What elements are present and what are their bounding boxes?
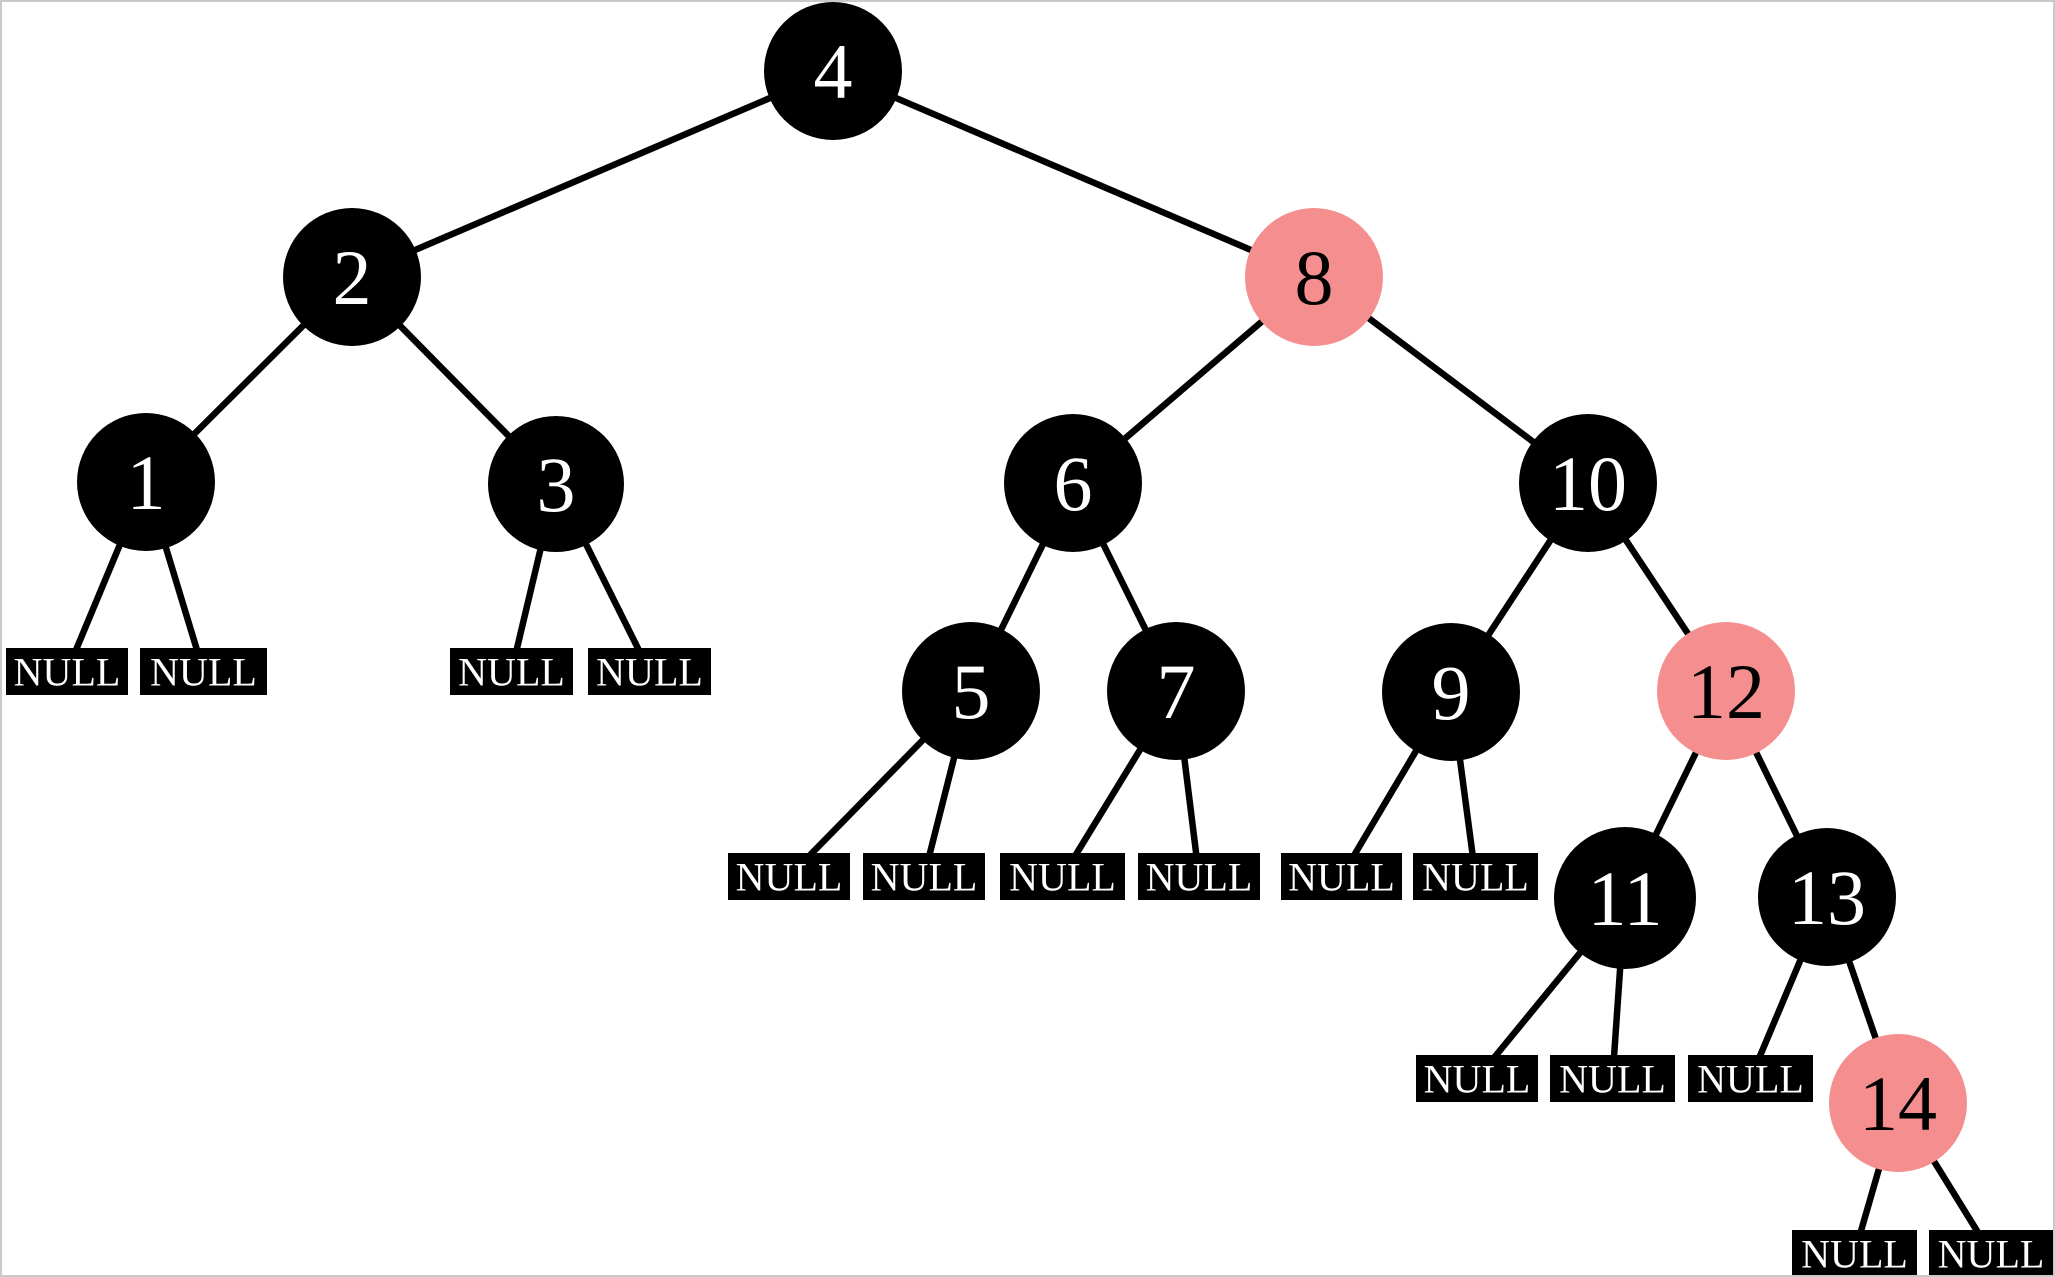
null-leaf-box-n1R: [140, 648, 267, 695]
tree-edge-4-8: [829, 67, 1318, 281]
tree-node-7-circle: [1107, 622, 1245, 760]
tree-node-4-circle: [764, 2, 902, 140]
null-leaf-box-n5L: [728, 853, 850, 900]
tree-node-11-circle: [1554, 827, 1696, 969]
null-leaf-box-n7L: [1000, 853, 1125, 900]
null-leaf-box-n11L: [1416, 1055, 1538, 1102]
tree-node-8-circle: [1245, 208, 1383, 346]
null-leaf-box-n7R: [1138, 853, 1260, 900]
tree-edge-4-2: [348, 67, 837, 281]
tree-node-10-circle: [1519, 414, 1657, 552]
null-leaf-box-n1L: [6, 648, 128, 695]
tree-node-14-circle: [1829, 1034, 1967, 1172]
tree-node-5-circle: [902, 622, 1040, 760]
null-leaf-box-n14L: [1792, 1230, 1917, 1277]
null-leaf-box-n3L: [450, 648, 573, 695]
null-leaf-box-n9R: [1413, 853, 1538, 900]
null-leaf-box-n5R: [863, 853, 985, 900]
null-leaf-box-n9L: [1281, 853, 1402, 900]
tree-node-9-circle: [1382, 623, 1520, 761]
null-leaf-box-n14R: [1929, 1230, 2053, 1277]
null-leaf-box-n3R: [588, 648, 711, 695]
tree-node-13-circle: [1758, 828, 1896, 966]
tree-node-6-circle: [1004, 414, 1142, 552]
tree-node-1-circle: [77, 413, 215, 551]
tree-node-12-circle: [1657, 622, 1795, 760]
tree-node-3-circle: [488, 416, 624, 552]
null-leaf-box-n13L: [1688, 1055, 1813, 1102]
tree-node-2-circle: [283, 208, 421, 346]
null-leaf-box-n11R: [1550, 1055, 1675, 1102]
